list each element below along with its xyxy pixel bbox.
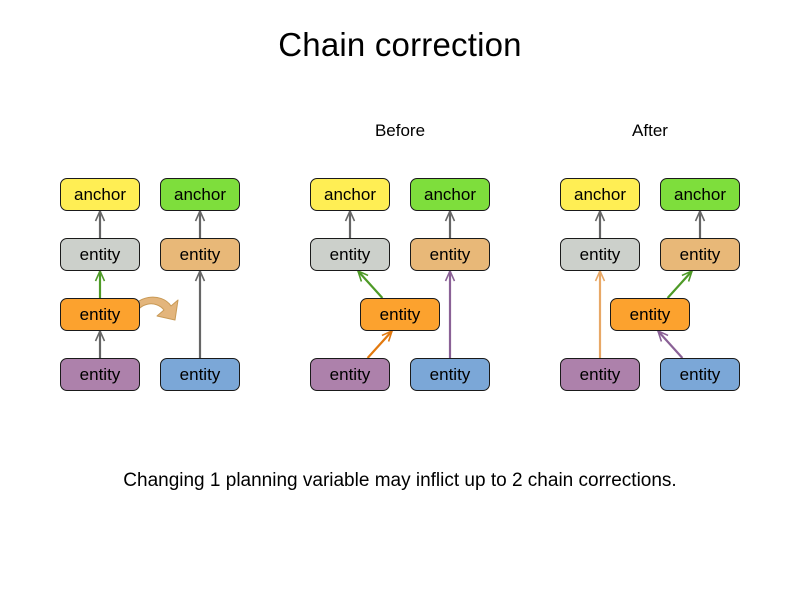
node-p2-e5-entity[interactable]: entity — [410, 358, 490, 391]
caption-text: Changing 1 planning variable may inflict… — [123, 470, 677, 491]
node-label: entity — [79, 365, 121, 384]
node-p3-e5-entity[interactable]: entity — [660, 358, 740, 391]
node-label: entity — [679, 365, 721, 384]
node-p1-e2-entity[interactable]: entity — [160, 238, 240, 271]
node-p3-a2-anchor[interactable]: anchor — [660, 178, 740, 211]
node-label: anchor — [424, 185, 476, 204]
node-p3-e3-entity[interactable]: entity — [610, 298, 690, 331]
node-label: anchor — [174, 185, 226, 204]
node-label: entity — [429, 365, 471, 384]
node-p3-e1-entity[interactable]: entity — [560, 238, 640, 271]
node-label: entity — [329, 245, 371, 264]
node-label: entity — [329, 365, 371, 384]
node-label: entity — [679, 245, 721, 264]
node-p1-e3-entity[interactable]: entity — [60, 298, 140, 331]
node-label: entity — [629, 305, 671, 324]
node-p2-a1-anchor[interactable]: anchor — [310, 178, 390, 211]
node-label: entity — [579, 245, 621, 264]
node-p2-e1-entity[interactable]: entity — [310, 238, 390, 271]
node-p3-a1-anchor[interactable]: anchor — [560, 178, 640, 211]
node-p2-e2-entity[interactable]: entity — [410, 238, 490, 271]
node-label: anchor — [74, 185, 126, 204]
node-label: entity — [79, 245, 121, 264]
node-label: anchor — [324, 185, 376, 204]
node-p1-a2-anchor[interactable]: anchor — [160, 178, 240, 211]
node-label: entity — [379, 305, 421, 324]
node-p1-e5-entity[interactable]: entity — [160, 358, 240, 391]
node-label: entity — [179, 245, 221, 264]
node-label: entity — [579, 365, 621, 384]
node-label: entity — [79, 305, 121, 324]
node-p3-e2-entity[interactable]: entity — [660, 238, 740, 271]
node-label: entity — [429, 245, 471, 264]
node-p3-e4-entity[interactable]: entity — [560, 358, 640, 391]
node-p2-a2-anchor[interactable]: anchor — [410, 178, 490, 211]
node-label: entity — [179, 365, 221, 384]
panel-label-before: Before — [374, 121, 426, 140]
node-p1-e4-entity[interactable]: entity — [60, 358, 140, 391]
node-p2-e3-entity[interactable]: entity — [360, 298, 440, 331]
page-title: Chain correction — [278, 26, 522, 63]
node-p1-e1-entity[interactable]: entity — [60, 238, 140, 271]
node-label: anchor — [574, 185, 626, 204]
node-label: anchor — [674, 185, 726, 204]
panel-label-after: After — [632, 121, 668, 140]
node-p1-a1-anchor[interactable]: anchor — [60, 178, 140, 211]
node-p2-e4-entity[interactable]: entity — [310, 358, 390, 391]
